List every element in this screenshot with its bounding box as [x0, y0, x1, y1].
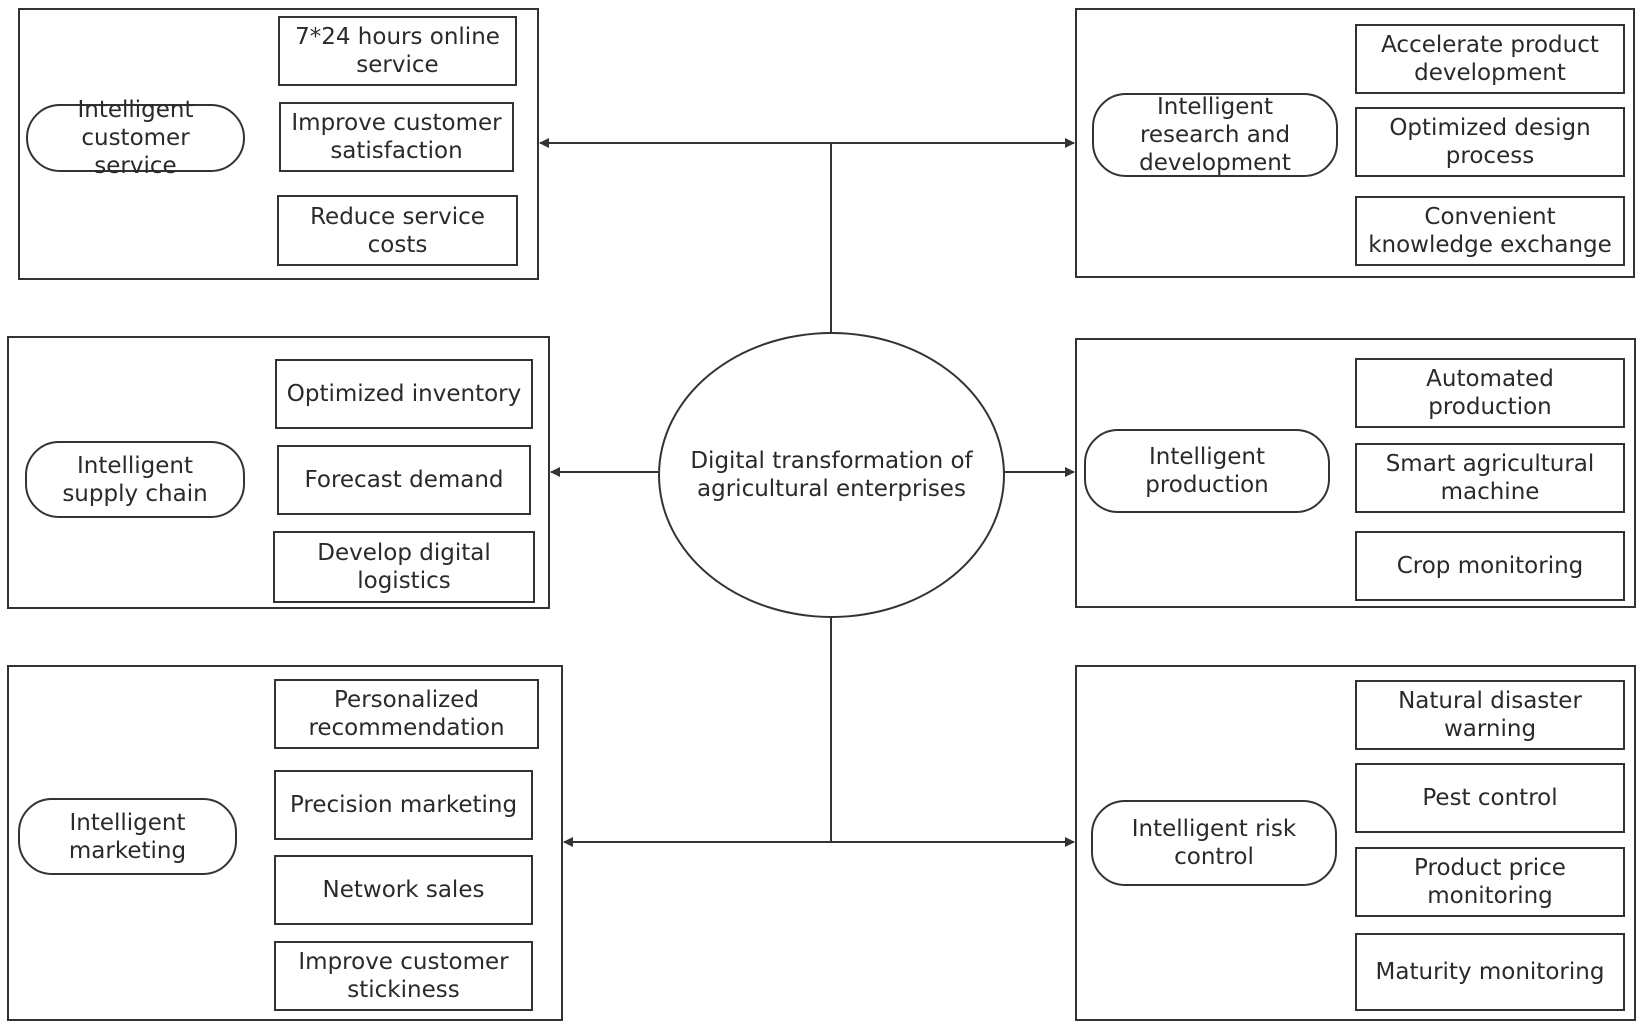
center-node: Digital transformation of agricultural e…	[658, 332, 1005, 618]
risk-control-item-3: Product price monitoring	[1355, 847, 1625, 917]
risk-control-item-2: Pest control	[1355, 763, 1625, 833]
production-item-1: Automated production	[1355, 358, 1625, 428]
group-production	[1075, 338, 1636, 608]
risk-control-title: Intelligent risk control	[1091, 800, 1337, 886]
risk-control-item-1: Natural disaster warning	[1355, 680, 1625, 750]
supply-chain-item-1: Optimized inventory	[275, 359, 533, 429]
production-item-2: Smart agricultural machine	[1355, 443, 1625, 513]
group-risk-control	[1075, 665, 1636, 1021]
customer-service-item-3: Reduce service costs	[277, 195, 518, 266]
production-item-3: Crop monitoring	[1355, 531, 1625, 601]
group-research	[1075, 8, 1635, 278]
customer-service-item-2: Improve customer satisfaction	[279, 102, 514, 172]
supply-chain-item-2: Forecast demand	[277, 445, 531, 515]
marketing-item-2: Precision marketing	[274, 770, 533, 840]
group-marketing	[7, 665, 563, 1021]
production-title: Intelligent production	[1084, 429, 1330, 513]
research-item-3: Convenient knowledge exchange	[1355, 196, 1625, 266]
group-supply-chain	[7, 336, 550, 609]
center-label: Digital transformation of agricultural e…	[690, 448, 973, 502]
customer-service-title: Intelligent customer service	[26, 97, 245, 179]
supply-chain-title: Intelligent supply chain	[25, 441, 245, 518]
customer-service-item-1: 7*24 hours online service	[278, 16, 517, 86]
marketing-item-4: Improve customer stickiness	[274, 941, 533, 1011]
risk-control-item-4: Maturity monitoring	[1355, 933, 1625, 1011]
marketing-item-3: Network sales	[274, 855, 533, 925]
supply-chain-item-3: Develop digital logistics	[273, 531, 535, 603]
group-customer-service	[18, 8, 539, 280]
marketing-title: Intelligent marketing	[18, 798, 237, 875]
research-title: Intelligent research and development	[1092, 93, 1338, 177]
research-item-2: Optimized design process	[1355, 107, 1625, 177]
marketing-item-1: Personalized recommendation	[274, 679, 539, 749]
research-item-1: Accelerate product development	[1355, 24, 1625, 94]
